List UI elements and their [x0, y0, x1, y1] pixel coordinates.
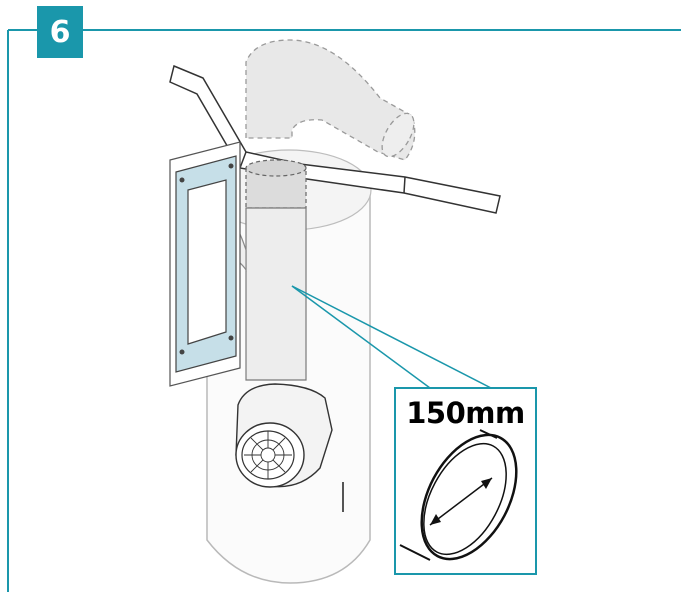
- step-number-badge: 6: [37, 6, 83, 58]
- duct-diameter-label: 150mm: [406, 396, 525, 430]
- fan-motor-icon: [235, 383, 333, 488]
- wall-bracket-icon: [169, 141, 241, 387]
- panel-border: [7, 29, 681, 592]
- callout-leader: [291, 285, 492, 389]
- ghost-elbow-icon: [245, 39, 416, 161]
- duct-cross-section-icon: [399, 429, 518, 561]
